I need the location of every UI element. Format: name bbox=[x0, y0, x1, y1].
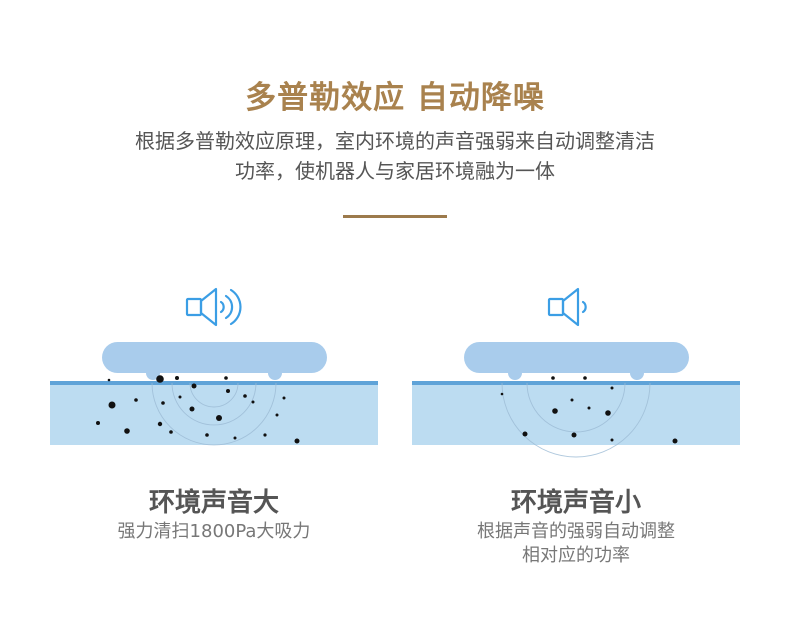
speaker-quiet-icon bbox=[547, 287, 587, 327]
description-line-1: 根据多普勒效应原理，室内环境的声音强弱来自动调整清洁 bbox=[135, 129, 655, 153]
panel-loud-subtitle-line: 强力清扫1800Pa大吸力 bbox=[117, 521, 311, 542]
description: 根据多普勒效应原理，室内环境的声音强弱来自动调整清洁 功率，使机器人与家居环境融… bbox=[0, 126, 790, 186]
panel-quiet: 环境声音小 根据声音的强弱自动调整 相对应的功率 bbox=[412, 280, 740, 580]
panel-quiet-subtitle-line-2: 相对应的功率 bbox=[522, 545, 630, 566]
speaker-loud-icon bbox=[185, 287, 242, 327]
divider bbox=[343, 215, 447, 218]
panel-loud-subtitle: 强力清扫1800Pa大吸力 bbox=[50, 520, 378, 544]
description-line-2: 功率，使机器人与家居环境融为一体 bbox=[235, 159, 555, 183]
loud-illustration bbox=[50, 287, 378, 446]
robot-vacuum bbox=[464, 342, 689, 380]
panel-quiet-subtitle: 根据声音的强弱自动调整 相对应的功率 bbox=[412, 520, 740, 568]
robot-vacuum bbox=[102, 342, 327, 380]
panel-quiet-subtitle-line-1: 根据声音的强弱自动调整 bbox=[477, 521, 675, 542]
panel-quiet-title: 环境声音小 bbox=[510, 488, 641, 518]
panel-loud-title: 环境声音大 bbox=[148, 488, 279, 518]
headline: 多普勒效应 自动降噪 bbox=[245, 80, 545, 116]
panel-loud: 环境声音大 强力清扫1800Pa大吸力 bbox=[50, 280, 378, 580]
quiet-illustration bbox=[412, 287, 740, 458]
